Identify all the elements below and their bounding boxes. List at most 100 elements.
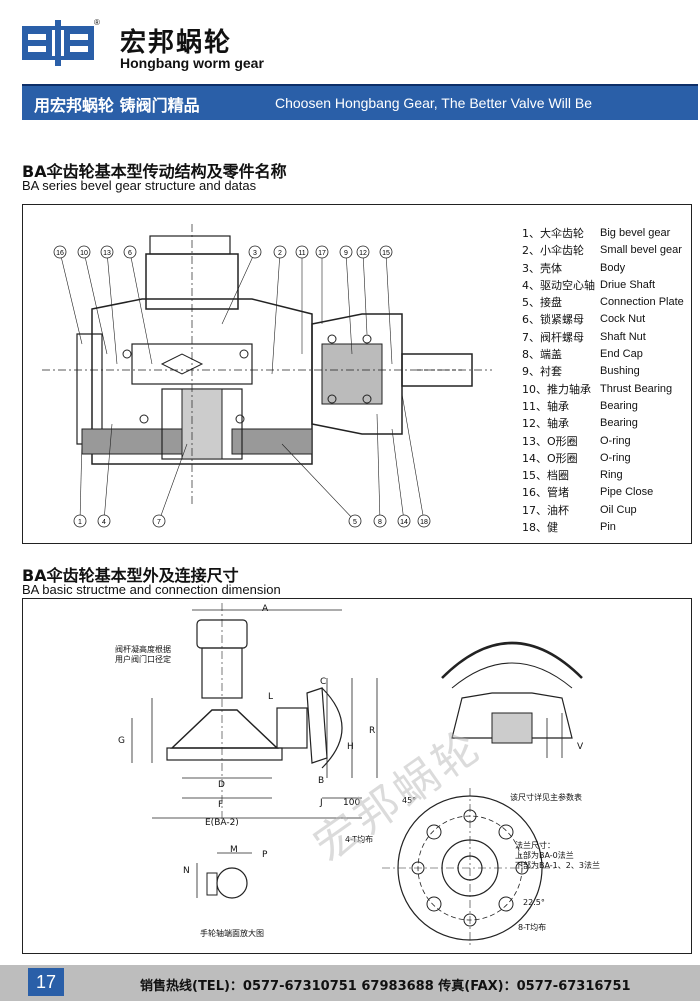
part-name-cn: 10、推力轴承: [522, 382, 591, 396]
dimension-frame: [22, 598, 692, 954]
note-flange-1: 上部为BA-0法兰: [515, 851, 574, 860]
part-name-en: Cock Nut: [600, 313, 646, 326]
part-name-en: Bushing: [600, 365, 640, 378]
part-name-en: Big bevel gear: [600, 227, 671, 239]
note-stem-1: 阀杆凝高度根据: [115, 645, 171, 654]
part-name-en: Connection Plate: [600, 296, 684, 309]
parts-list-item: 9、衬套 Bushing: [522, 363, 684, 380]
callout-number: 3: [253, 250, 257, 257]
slogan-cn: 用宏邦蜗轮 铸阀门精品: [34, 96, 200, 115]
callout-circle: [77, 245, 91, 259]
callout-leader: [79, 438, 83, 522]
callout-number: 7: [157, 519, 161, 526]
callout-leader: [391, 428, 405, 522]
part-name-en: Small bevel gear: [600, 244, 682, 257]
part-name-cn: 18、健: [522, 521, 558, 535]
parts-list-item: 13、O形圈 O-ring: [522, 433, 684, 450]
dim-f: F: [218, 800, 224, 810]
callout-leader: [401, 393, 425, 522]
part-name-cn: 17、油杯: [522, 503, 569, 517]
callout-circle: [152, 514, 166, 528]
page-number: 17: [28, 968, 64, 996]
note-4t: 4-T均布: [345, 835, 374, 844]
part-name-cn: 7、阀杆螺母: [522, 330, 584, 344]
dim-l: L: [268, 692, 274, 702]
dim-p: P: [262, 850, 268, 860]
footer-bar: [0, 965, 700, 1001]
callout-leader: [106, 251, 118, 365]
dim-g: G: [118, 736, 125, 746]
callout-number: 1: [78, 519, 82, 526]
callout-number: 16: [56, 250, 64, 257]
slogan-en: Choosen Hongbang Gear, The Better Valve …: [275, 95, 592, 111]
callout-number: 14: [400, 519, 408, 526]
callout-circle: [73, 514, 87, 528]
callout-leader: [83, 251, 108, 355]
part-name-cn: 13、O形圈: [522, 434, 578, 448]
callout-number: 6: [128, 250, 132, 257]
callout-leader: [103, 423, 113, 522]
callout-number: 13: [103, 250, 111, 257]
part-name-en: Body: [600, 261, 626, 274]
callout-number: 9: [344, 250, 348, 257]
callout-circle: [379, 245, 393, 259]
part-name-cn: 12、轴承: [522, 417, 569, 431]
part-name-en: Oil Cup: [600, 503, 637, 516]
part-name-cn: 9、衬套: [522, 365, 562, 379]
callout-leader: [59, 251, 83, 345]
note-handwheel: 手轮轴端面放大图: [200, 929, 264, 938]
slogan-banner: [22, 84, 698, 120]
part-name-cn: 16、管堵: [522, 486, 569, 500]
dim-r: R: [369, 726, 376, 736]
dim-h: H: [347, 742, 354, 752]
callout-circle: [123, 245, 137, 259]
callout-leader: [271, 251, 281, 375]
structure-frame: [22, 204, 692, 544]
part-name-en: O-ring: [600, 451, 631, 464]
callout-leader: [345, 251, 353, 355]
part-name-en: Ring: [600, 469, 623, 482]
dimension-drawing: [131, 603, 583, 948]
part-name-cn: 6、锁紧螺母: [522, 313, 584, 327]
callout-leader: [129, 251, 153, 365]
note-8t: 8-T均布: [518, 923, 547, 932]
part-name-cn: 14、O形圈: [522, 451, 578, 465]
angle-45: 45°: [402, 796, 417, 805]
hotline: 销售热线(TEL)：0577-67310751 67983688 传真(FAX)…: [140, 979, 631, 994]
callout-circle: [248, 245, 262, 259]
callout-circle: [315, 245, 329, 259]
callout-number: 8: [378, 519, 382, 526]
callout-number: 10: [80, 250, 88, 257]
callout-number: 4: [102, 519, 106, 526]
parts-list-item: 17、油杯 Oil Cup: [522, 502, 684, 519]
part-name-en: Driue Shaft: [600, 278, 656, 291]
callout-number: 5: [353, 519, 357, 526]
part-name-cn: 8、端盖: [522, 348, 562, 362]
callout-leader: [281, 443, 356, 522]
section2-title-en: BA basic structme and connection dimensi…: [22, 582, 281, 597]
part-name-en: O-ring: [600, 434, 631, 447]
part-name-en: Shaft Nut: [600, 330, 646, 343]
section1-title-cn: BA伞齿轮基本型传动结构及零件名称: [22, 162, 287, 181]
part-name-cn: 4、驱动空心轴: [522, 278, 595, 292]
callout-circle: [348, 514, 362, 528]
dim-v: V: [577, 742, 584, 752]
brand-logo: [22, 20, 94, 66]
callout-circle: [97, 514, 111, 528]
callout-number: 15: [382, 250, 390, 257]
parts-list-item: 6、锁紧螺母 Cock Nut: [522, 311, 684, 328]
callout-leader: [158, 443, 188, 522]
part-name-en: Pin: [600, 521, 616, 534]
callout-circle: [273, 245, 287, 259]
callout-leader: [221, 251, 256, 325]
